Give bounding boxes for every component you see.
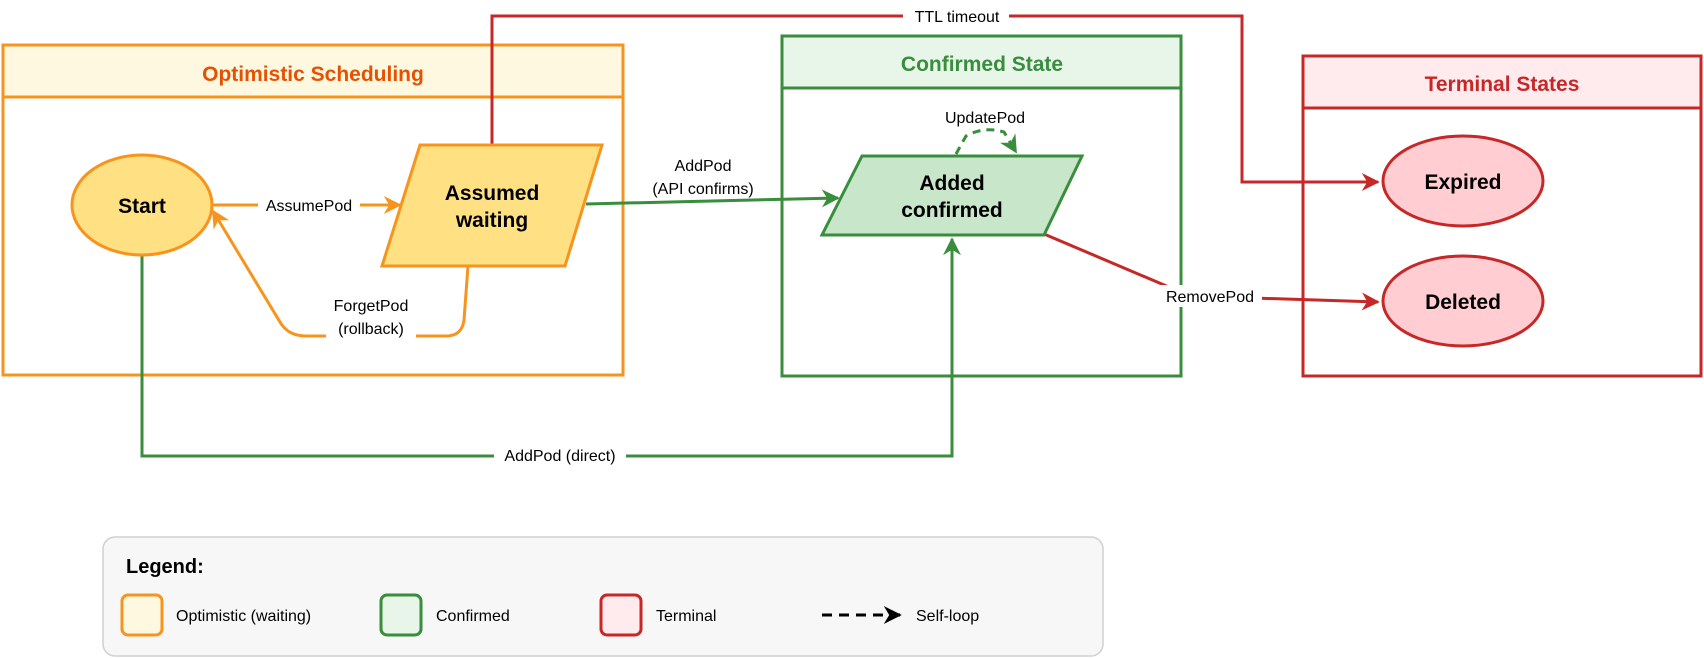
edge-add-pod-direct-label-bg [494,444,626,466]
edge-add-pod-direct: AddPod (direct) [140,237,961,466]
edge-assume-pod-label: AssumePod [266,198,352,215]
group-optimistic-title: Optimistic Scheduling [202,63,424,86]
edge-forget-pod: ForgetPod (rollback) [211,209,470,339]
legend-swatch-terminal [599,593,643,637]
legend: Legend: Optimistic (waiting) Confirmed T… [102,536,1104,657]
edge-forget-pod-label-line1: ForgetPod [334,298,409,315]
edge-ttl-timeout-label: TTL timeout [915,9,1000,26]
node-deleted-shape [1381,254,1545,348]
edge-update-pod-label: UpdatePod [945,110,1025,127]
node-assumed-waiting-line2: waiting [455,209,528,232]
legend-title: Legend: [126,556,204,578]
node-assumed-waiting-line1: Assumed [445,182,540,205]
node-expired-shape [1381,134,1545,228]
edge-add-pod-api-line [585,189,840,208]
node-start: Start [70,153,214,257]
node-start-label: Start [118,195,166,218]
edge-remove-pod-label-bg [1158,285,1262,307]
group-terminal-title: Terminal States [1425,73,1580,96]
edge-forget-pod-label-bg [326,293,416,339]
group-confirmed-title: Confirmed State [901,53,1063,76]
legend-label-optimistic: Optimistic (waiting) [176,608,311,625]
node-start-shape [70,153,214,257]
node-assumed-waiting-shape [379,143,605,268]
group-confirmed-header [780,34,1183,90]
node-deleted-label: Deleted [1425,291,1501,314]
legend-label-confirmed: Confirmed [436,608,510,625]
edge-assume-pod-label-bg [258,194,360,216]
node-deleted: Deleted [1381,254,1545,348]
node-added-confirmed-line1: Added [919,172,984,195]
group-optimistic-header [1,43,625,99]
node-expired: Expired [1381,134,1545,228]
group-terminal-states: Terminal States [1301,54,1703,378]
legend-swatch-confirmed [379,593,423,637]
legend-label-self-loop: Self-loop [916,608,979,625]
node-expired-label: Expired [1424,171,1501,194]
edge-add-pod-direct-label: AddPod (direct) [504,448,615,465]
edge-ttl-timeout: TTL timeout [490,5,1380,191]
legend-label-terminal: Terminal [656,608,716,625]
node-assumed-waiting: Assumed waiting [379,143,605,268]
edge-remove-pod: RemovePod [1043,232,1380,311]
legend-swatch-optimistic [120,593,164,637]
edge-ttl-timeout-label-bg [903,5,1009,27]
edge-ttl-timeout-line [490,14,1380,191]
group-terminal-header [1301,54,1703,110]
edge-add-pod-api-label-line1: AddPod [675,158,732,175]
node-added-confirmed-shape [819,154,1085,237]
edge-update-pod: UpdatePod [945,110,1025,155]
edge-forget-pod-label-line2: (rollback) [338,321,404,338]
node-added-confirmed: Added confirmed [819,154,1085,237]
edge-add-pod-api-label-line2: (API confirms) [652,181,753,198]
node-added-confirmed-line2: confirmed [901,199,1003,222]
edge-add-pod-api: AddPod (API confirms) [585,158,840,208]
edge-update-pod-line [954,128,1018,155]
edge-assume-pod: AssumePod [212,194,402,216]
edge-remove-pod-label: RemovePod [1166,289,1254,306]
